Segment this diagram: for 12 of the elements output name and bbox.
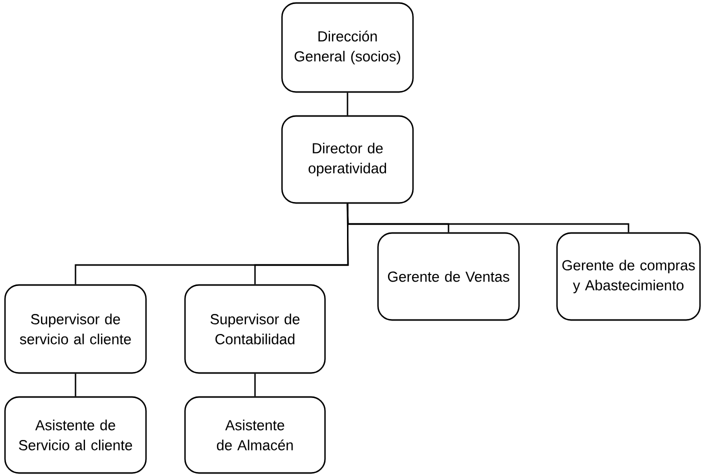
connector-line (74, 374, 76, 396)
position-box: Supervisor de servicio al cliente (4, 284, 147, 374)
connector-line (346, 92, 348, 116)
connector-line (254, 374, 256, 396)
position-box: Supervisor de Contabilidad (184, 284, 326, 374)
position-box: Asistente de Servicio al cliente (4, 396, 147, 474)
position-box: Dirección General (socios) (281, 2, 414, 93)
connector-line (346, 204, 630, 232)
position-box: Asistente de Almacén (184, 396, 326, 474)
position-box: Gerente de compras y Abastecimiento (556, 232, 701, 321)
position-box: Gerente de Ventas (377, 232, 520, 321)
position-box: Director de operatividad (281, 115, 414, 204)
